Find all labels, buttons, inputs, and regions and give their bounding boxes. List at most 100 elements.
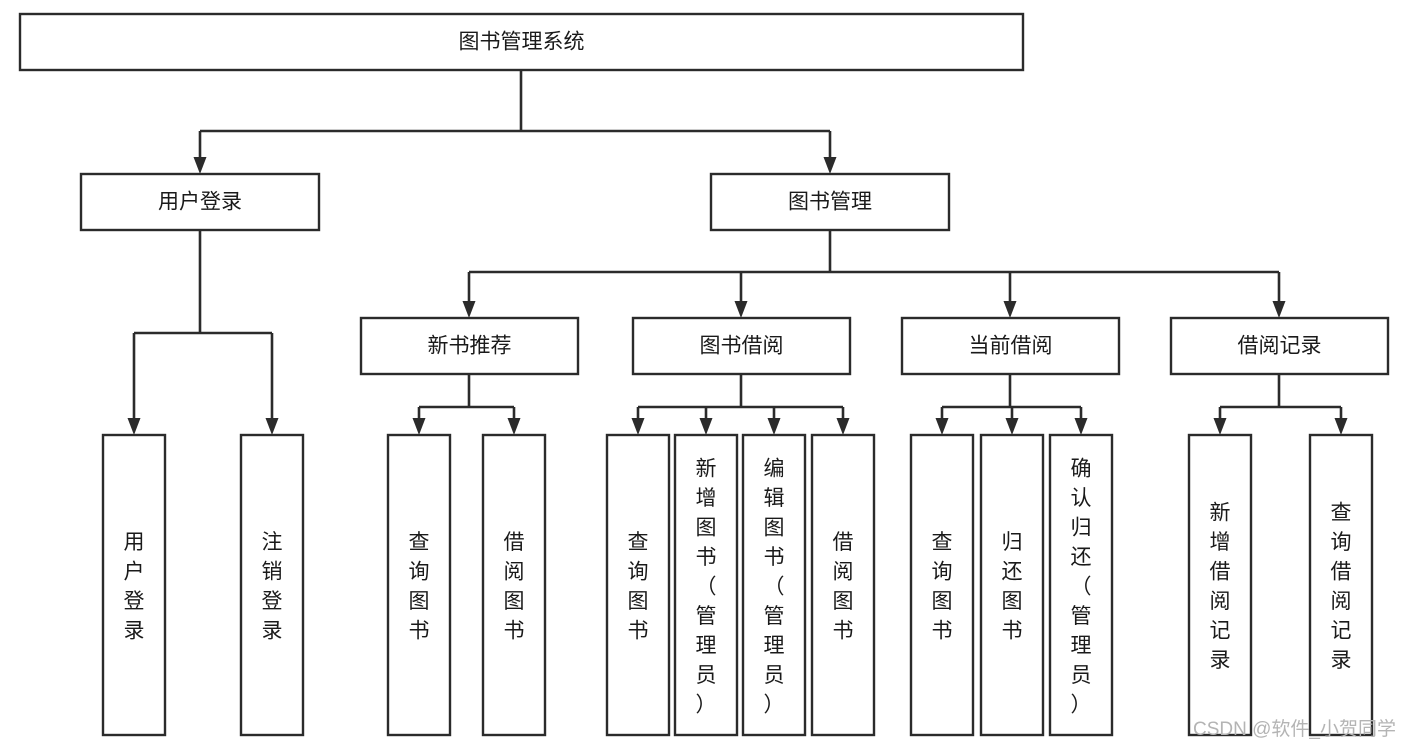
node-leaf-user-login[interactable]: 用户登录 [101,433,167,737]
node-label-char: 图 [764,516,785,539]
node-leaf-borrow-query[interactable]: 查询图书 [605,433,671,737]
node-label-char: 借 [1331,561,1352,584]
node-leaf-borrow-add[interactable]: 新增图书（管理员） [673,433,739,737]
node-box[interactable] [979,433,1045,737]
node-box[interactable] [101,433,167,737]
arrow-head-icon [631,418,645,435]
node-label-char: 图 [504,590,525,613]
node-label-char: 登 [124,590,145,613]
node-label-char: 录 [124,620,145,643]
arrow-head-icon [1334,418,1348,435]
node-label-char: 员 [764,664,785,687]
node-box[interactable] [605,433,671,737]
node-box[interactable] [631,316,852,376]
arrow-head-icon [699,418,713,435]
node-label-char: （ [764,575,785,598]
node-label-char: 借 [504,531,525,554]
node-label-char: （ [1071,575,1092,598]
node-label: 查询图书 [409,531,430,643]
node-box[interactable] [900,316,1121,376]
node-leaf-rec-search[interactable]: 查询借阅记录 [1308,433,1374,737]
node-box[interactable] [1169,316,1390,376]
node-box[interactable] [1308,433,1374,737]
node-label: 图书借阅 [700,335,784,358]
node-box[interactable] [1048,433,1114,737]
node-box[interactable] [909,433,975,737]
node-label-char: 登 [262,590,283,613]
node-label-char: 还 [1002,561,1023,584]
node-label-char: 阅 [1210,590,1231,613]
node-label-char: 理 [764,634,785,657]
node-box[interactable] [386,433,452,737]
arrow-head-icon [767,418,781,435]
arrow-head-icon [1003,301,1017,318]
node-box[interactable] [673,433,739,737]
node-label-char: 新 [696,457,717,480]
node-label-char: 查 [628,531,649,554]
node-label-char: 阅 [833,561,854,584]
arrow-head-icon [1074,418,1088,435]
node-current-borrow[interactable]: 当前借阅 [900,316,1121,376]
node-label-char: 归 [1071,516,1092,539]
node-box[interactable] [481,433,547,737]
node-label-char: 书 [833,620,854,643]
node-box[interactable] [810,433,876,737]
node-borrow-record[interactable]: 借阅记录 [1169,316,1390,376]
node-label-char: 归 [1002,531,1023,554]
connector-group-book-borrow [631,374,850,435]
node-label-char: 理 [696,634,717,657]
node-root[interactable]: 图书管理系统 [18,12,1025,72]
node-label-char: 增 [1210,531,1231,554]
node-user-login[interactable]: 用户登录 [79,172,321,232]
node-leaf-cur-confirm[interactable]: 确认归还（管理员） [1048,433,1114,737]
node-new-book-rec[interactable]: 新书推荐 [359,316,580,376]
node-leaf-cur-query[interactable]: 查询图书 [909,433,975,737]
node-label-char: 理 [1071,634,1092,657]
node-label: 用户登录 [158,191,242,214]
node-box[interactable] [18,12,1025,72]
node-book-borrow[interactable]: 图书借阅 [631,316,852,376]
arrow-head-icon [1272,301,1286,318]
node-box[interactable] [1187,433,1253,737]
node-box[interactable] [709,172,951,232]
node-leaf-cur-return[interactable]: 归还图书 [979,433,1045,737]
node-label-char: 查 [1331,502,1352,525]
node-leaf-borrow-edit[interactable]: 编辑图书（管理员） [741,433,807,737]
node-book-manage[interactable]: 图书管理 [709,172,951,232]
node-label-char: 查 [409,531,430,554]
node-leaf-rec-borrow[interactable]: 借阅图书 [481,433,547,737]
node-leaf-user-logout[interactable]: 注销登录 [239,433,305,737]
node-box[interactable] [741,433,807,737]
node-label: 查询借阅记录 [1331,502,1352,673]
node-label-char: 员 [696,664,717,687]
node-label: 注销登录 [262,531,283,643]
node-box[interactable] [359,316,580,376]
node-label-char: 图 [1002,590,1023,613]
node-layer: 图书管理系统用户登录图书管理新书推荐图书借阅当前借阅借阅记录用户登录注销登录查询… [18,12,1390,737]
node-label-char: ） [1071,693,1092,716]
node-label: 归还图书 [1002,531,1023,643]
node-label: 新增图书（管理员） [696,457,717,716]
node-leaf-rec-query[interactable]: 查询图书 [386,433,452,737]
node-box[interactable] [239,433,305,737]
node-leaf-rec-add[interactable]: 新增借阅记录 [1187,433,1253,737]
node-label-char: 书 [1002,620,1023,643]
node-label: 查询图书 [932,531,953,643]
node-label-char: 管 [1071,605,1092,628]
node-leaf-borrow-do[interactable]: 借阅图书 [810,433,876,737]
node-label-char: 询 [628,561,649,584]
node-label-char: ） [696,693,717,716]
node-label-char: 录 [1331,649,1352,672]
node-label: 借阅图书 [504,531,525,643]
node-label-char: 录 [1210,649,1231,672]
node-label-char: ） [764,693,785,716]
node-label-char: 记 [1210,620,1231,643]
node-label-char: （ [696,575,717,598]
node-box[interactable] [79,172,321,232]
connector-group-root [193,70,837,174]
arrow-head-icon [412,418,426,435]
connector-group-new-book-rec [412,374,521,435]
arrow-head-icon [265,418,279,435]
arrow-head-icon [836,418,850,435]
node-label-char: 图 [833,590,854,613]
